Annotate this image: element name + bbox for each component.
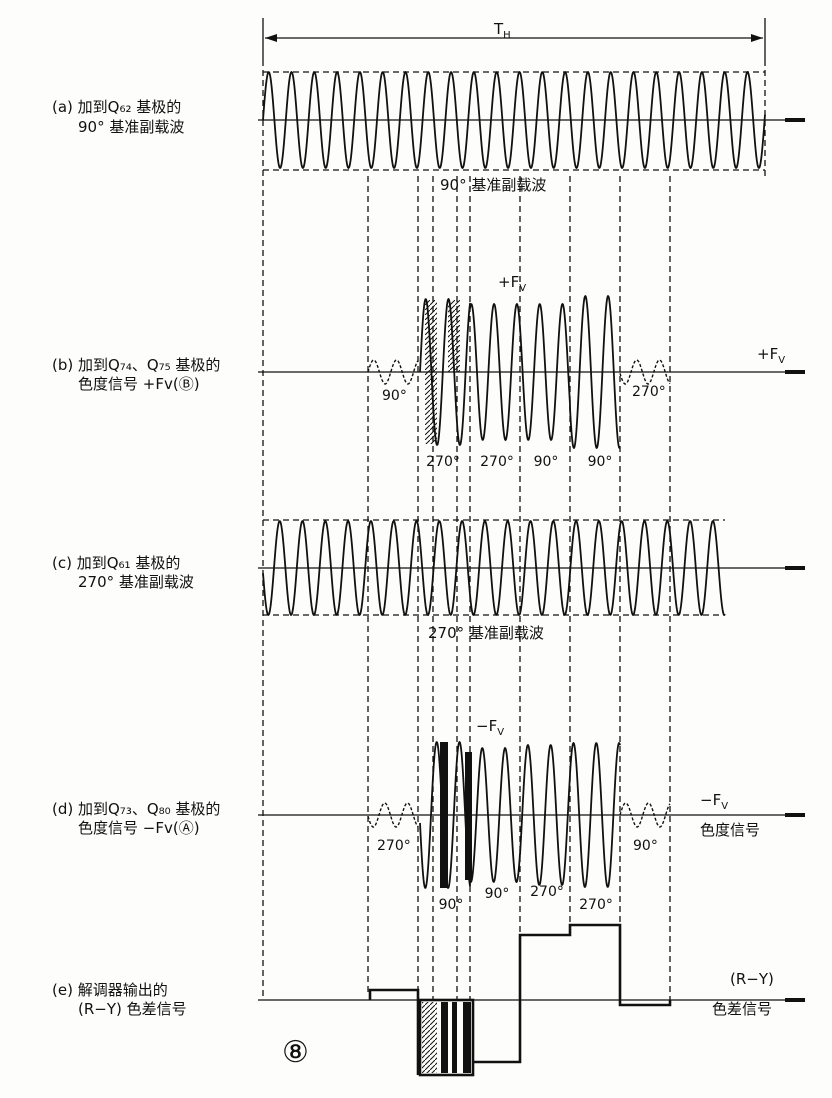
period-label-sub: H — [503, 30, 511, 41]
row-d: −FV (d) 加到Q₇₃、Q₈₀ 基极的 色度信号 −Fv(Ⓐ) −FV 色度… — [52, 717, 805, 913]
row-a-caption: 90° 基准副载波 — [440, 176, 546, 194]
row-b-top-label-sub: V — [519, 283, 526, 294]
row-b-right-label-main: +F — [757, 345, 778, 363]
row-e-black-band-2 — [452, 1002, 457, 1073]
row-e-block-outline — [418, 998, 475, 1077]
row-e-black-band-3 — [463, 1002, 471, 1073]
row-b-bar-phase-3: 90° — [534, 454, 559, 470]
period-label-main: T — [493, 20, 504, 38]
row-b-burst-right-phase: 270° — [632, 384, 666, 400]
row-d-burst-right-phase: 90° — [633, 838, 658, 854]
row-d-bar-phase-2: 90° — [485, 886, 510, 902]
row-e-right-label2: 色差信号 — [712, 1000, 772, 1018]
figure-number: ⑧ — [282, 1035, 309, 1070]
wave-d-chroma-minus-fv — [419, 741, 621, 889]
wave-b-chroma-plus-fv — [419, 295, 621, 449]
row-d-bar-phase-4: 270° — [579, 897, 613, 913]
row-b-top-label-main: +F — [498, 273, 519, 291]
row-c-label-line2: 270° 基准副载波 — [78, 573, 194, 591]
row-d-bar-phase-3: 270° — [530, 884, 564, 900]
row-d-label-line2: 色度信号 −Fv(Ⓐ) — [78, 819, 200, 837]
row-d-black-band-1 — [440, 742, 448, 888]
row-d-bar-phase-1: 90° — [439, 897, 464, 913]
row-a: (a) 加到Q₆₂ 基极的 90° 基准副载波 90° 基准副载波 — [52, 71, 805, 194]
wave-b-burst-left — [367, 359, 419, 385]
row-b: +FV (b) 加到Q₇₄、Q₇₅ 基极的 色度信号 +Fv(Ⓑ) +FV 90… — [52, 273, 805, 470]
row-b-right-label: +FV — [757, 345, 785, 366]
row-e-right-label: (R−Y) — [730, 970, 774, 988]
row-d-right-label-main: −F — [700, 791, 721, 809]
row-b-right-label-sub: V — [778, 355, 785, 366]
row-d-right-label2: 色度信号 — [700, 821, 760, 839]
wave-a-90deg-reference-subcarrier — [262, 71, 766, 169]
row-b-top-label: +FV — [498, 273, 526, 294]
line-period-marker: TH — [262, 18, 766, 60]
row-d-top-label: −FV — [476, 717, 504, 738]
wave-b-burst-right — [619, 359, 671, 385]
row-b-bar-phase-1: 270° — [426, 454, 460, 470]
row-e-hatched-block — [422, 1002, 437, 1073]
row-d-label-line1: (d) 加到Q₇₃、Q₈₀ 基极的 — [52, 800, 220, 818]
wave-d-burst-left — [367, 802, 419, 828]
row-c: (c) 加到Q₆₁ 基极的 270° 基准副载波 270° 基准副载波 — [52, 519, 805, 642]
row-e-label-line1: (e) 解调器输出的 — [52, 981, 168, 999]
row-d-black-band-2 — [465, 752, 472, 880]
row-c-label-line1: (c) 加到Q₆₁ 基极的 — [52, 554, 180, 572]
row-a-label-line2: 90° 基准副载波 — [78, 118, 184, 136]
row-e-black-band-1 — [441, 1002, 448, 1073]
row-e-label-line2: (R−Y) 色差信号 — [78, 1000, 187, 1018]
row-d-top-label-main: −F — [476, 717, 497, 735]
row-b-bar-phase-2: 270° — [480, 454, 514, 470]
row-a-label-line1: (a) 加到Q₆₂ 基极的 — [52, 98, 181, 116]
row-e: (e) 解调器输出的 (R−Y) 色差信号 (R−Y) 色差信号 — [52, 923, 805, 1077]
wave-d-burst-right — [619, 802, 671, 828]
row-d-right-label: −FV — [700, 791, 728, 812]
row-b-bar-phase-4: 90° — [588, 454, 613, 470]
wave-e-r-minus-y-signal — [368, 923, 672, 1075]
period-label: TH — [493, 20, 511, 41]
row-c-caption: 270° 基准副载波 — [428, 624, 544, 642]
row-b-label-line1: (b) 加到Q₇₄、Q₇₅ 基极的 — [52, 356, 220, 374]
row-b-label-line2: 色度信号 +Fv(Ⓑ) — [78, 375, 200, 393]
row-d-burst-left-phase: 270° — [377, 838, 411, 854]
row-d-right-label-sub: V — [721, 801, 728, 812]
row-d-top-label-sub: V — [497, 727, 504, 738]
wave-c-270deg-reference-subcarrier — [262, 520, 726, 616]
row-b-burst-left-phase: 90° — [382, 388, 407, 404]
